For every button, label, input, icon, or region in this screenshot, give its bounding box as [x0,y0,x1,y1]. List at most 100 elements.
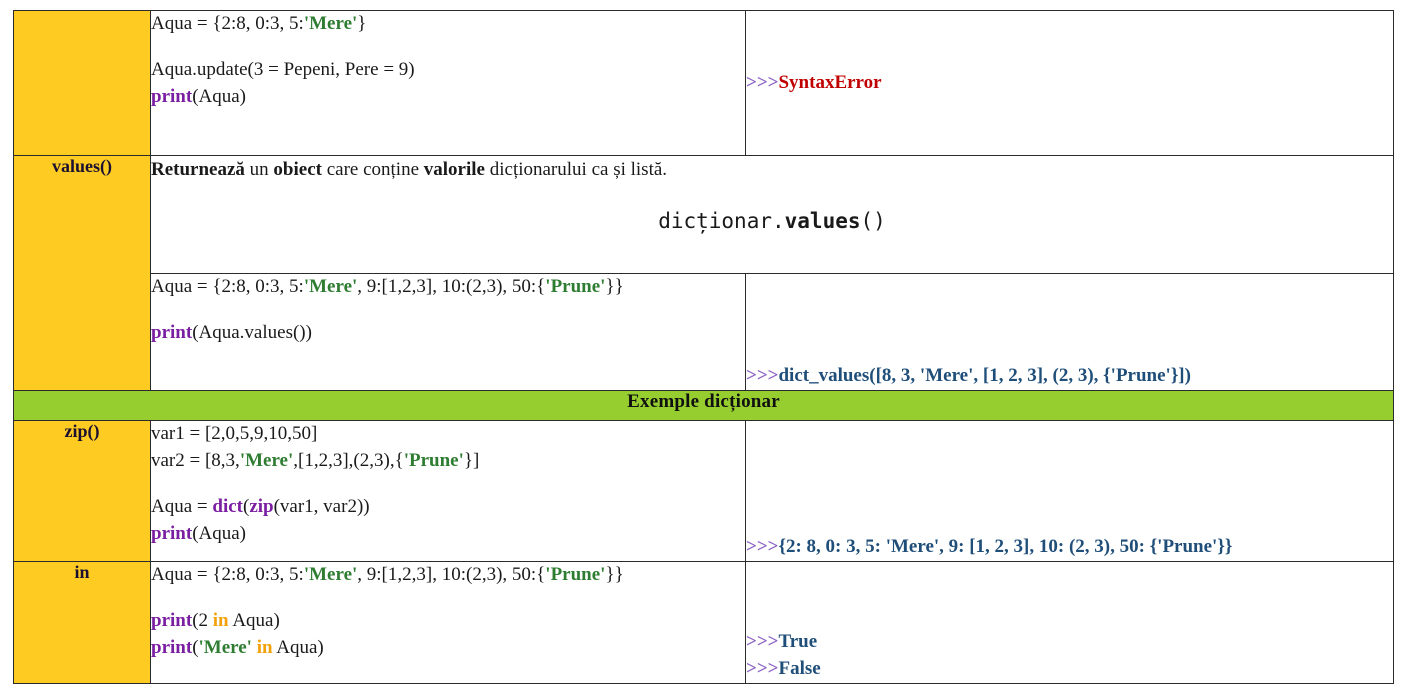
keyword-print: print [151,321,193,343]
prompt-marker: >>> [746,365,779,387]
dictionary-methods-table: Aqua = {2:8, 0:3, 5:'Mere'} Aqua.update(… [13,10,1394,684]
code-text: Aqua = {2:8, 0:3, 5: [151,564,304,585]
description-cell-values: Returnează un obiect care conține valori… [150,155,1394,274]
output-line: >>>SyntaxError [746,70,1393,97]
method-signature: dicționar.values() [151,206,1393,236]
output-line: >>>False [746,656,1393,683]
code-line: print(Aqua.values()) [151,320,745,347]
code-text: ( [192,636,199,658]
keyword-dict: dict [212,495,243,517]
prompt-marker: >>> [746,658,779,680]
code-text: (Aqua) [192,522,246,544]
code-text: , 9:[1,2,3], 10:(2,3), 50:{ [357,276,546,297]
code-text: (Aqua.values()) [192,321,312,343]
output-text: True [778,631,818,653]
keyword-print: print [151,85,193,107]
code-text: Aqua = [151,495,213,517]
desc-text: care conține [321,159,424,180]
code-text: }] [463,449,480,471]
desc-text: un [244,159,274,180]
code-text: Aqua = {2:8, 0:3, 5: [151,13,304,34]
table-row: zip() var1 = [2,0,5,9,10,50] var2 = [8,3… [13,420,1394,562]
desc-bold: valorile [423,159,485,180]
output-cell-syntaxerror: >>>SyntaxError [745,10,1394,156]
signature-object: dicționar. [658,208,785,233]
string-literal: 'Mere' [198,636,252,658]
code-cell-update: Aqua = {2:8, 0:3, 5:'Mere'} Aqua.update(… [150,10,746,156]
keyword-print: print [151,636,193,658]
output-line: >>>dict_values([8, 3, 'Mere', [1, 2, 3],… [746,363,1393,390]
code-line: Aqua.update(3 = Pepeni, Pere = 9) [151,58,415,80]
code-cell-values: Aqua = {2:8, 0:3, 5:'Mere', 9:[1,2,3], 1… [150,273,746,391]
table-row: values() Returnează un obiect care conți… [13,155,1394,391]
signature-method: values [784,208,861,233]
string-literal: 'Prune' [545,276,606,297]
methods-grid: Aqua = {2:8, 0:3, 5:'Mere'} Aqua.update(… [13,10,1394,684]
code-spacer [151,301,745,320]
code-text: (2 [192,609,213,631]
code-line: print('Mere' in Aqua) [151,635,745,662]
code-line: Aqua = {2:8, 0:3, 5:'Mere', 9:[1,2,3], 1… [151,562,745,589]
output-cell-zip: >>>{2: 8, 0: 3, 5: 'Mere', 9: [1, 2, 3],… [745,420,1394,562]
code-cell-in: Aqua = {2:8, 0:3, 5:'Mere', 9:[1,2,3], 1… [150,561,746,684]
string-literal: 'Mere' [239,449,294,471]
table-row: Aqua = {2:8, 0:3, 5:'Mere'} Aqua.update(… [13,10,1394,156]
code-line: var2 = [8,3,'Mere',[1,2,3],(2,3),{'Prune… [151,448,745,475]
keyword-in: in [212,609,229,631]
desc-bold: Returnează [151,159,245,180]
code-text: (var1, var2)) [273,495,370,517]
method-name-cell-values: values() [13,155,151,391]
code-line: print(Aqua) [151,521,745,548]
code-text: }} [605,564,624,585]
output-text: {2: 8, 0: 3, 5: 'Mere', 9: [1, 2, 3], 10… [778,536,1233,558]
string-literal: 'Prune' [403,449,464,471]
code-line: Aqua = {2:8, 0:3, 5:'Mere'} [151,11,745,38]
error-text: SyntaxError [778,71,882,93]
code-text: }} [605,276,624,297]
section-banner: Exemple dicționar [13,390,1394,421]
prompt-marker: >>> [746,536,779,558]
table-row: Aqua = {2:8, 0:3, 5:'Mere', 9:[1,2,3], 1… [14,273,1394,391]
method-name-cell-empty [13,10,151,156]
desc-bold: obiect [273,159,322,180]
table-row-banner: Exemple dicționar [13,390,1394,421]
keyword-in: in [256,636,273,658]
code-line: var1 = [2,0,5,9,10,50] [151,423,318,444]
output-line: >>>True [746,629,1393,656]
code-spacer [151,38,745,57]
keyword-print: print [151,609,193,631]
code-text: Aqua) [228,609,280,631]
code-spacer [151,589,745,608]
description-text: Returnează un obiect care conține valori… [151,156,1393,184]
code-text: , 9:[1,2,3], 10:(2,3), 50:{ [357,564,546,585]
output-text: dict_values([8, 3, 'Mere', [1, 2, 3], (2… [778,365,1191,387]
code-cell-zip: var1 = [2,0,5,9,10,50] var2 = [8,3,'Mere… [150,420,746,562]
code-text: var2 = [8,3, [151,449,240,471]
code-line: Aqua = {2:8, 0:3, 5:'Mere', 9:[1,2,3], 1… [151,274,745,301]
string-literal: 'Mere' [303,564,358,585]
code-line: Aqua = dict(zip(var1, var2)) [151,494,745,521]
output-text: False [778,658,821,680]
desc-text: dicționarului ca și listă. [484,159,668,180]
string-literal: 'Prune' [545,564,606,585]
output-line: >>>{2: 8, 0: 3, 5: 'Mere', 9: [1, 2, 3],… [746,534,1393,561]
code-text: ,[1,2,3],(2,3),{ [293,449,404,471]
table-row: in Aqua = {2:8, 0:3, 5:'Mere', 9:[1,2,3]… [13,561,1394,684]
output-cell-in: >>>True >>>False [745,561,1394,684]
string-literal: 'Mere' [303,276,358,297]
keyword-zip: zip [249,495,274,517]
prompt-marker: >>> [746,631,779,653]
string-literal: 'Mere' [303,13,358,34]
prompt-marker: >>> [746,71,779,93]
code-line: print(2 in Aqua) [151,608,745,635]
code-line: print(Aqua) [151,84,745,111]
code-spacer [151,475,745,494]
code-text: Aqua = {2:8, 0:3, 5: [151,276,304,297]
code-text: } [357,13,367,34]
code-text: (Aqua) [192,85,246,107]
code-text: ( [242,495,250,517]
code-text: Aqua) [272,636,324,658]
signature-parens: () [860,208,886,233]
output-cell-values: >>>dict_values([8, 3, 'Mere', [1, 2, 3],… [745,273,1394,391]
method-name-cell-in: in [13,561,151,684]
